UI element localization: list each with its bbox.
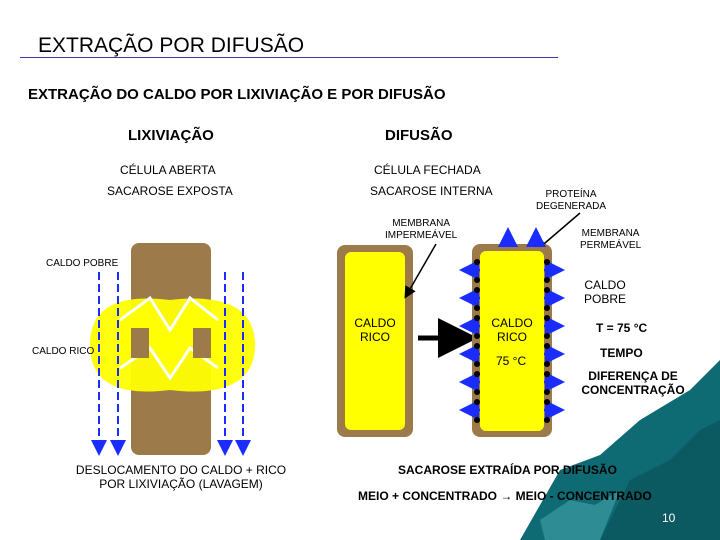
caldo-pobre-right-line2: POBRE — [583, 292, 626, 306]
proteina-line1: PROTEÍNA — [545, 189, 597, 200]
lixiviacao-arrows — [91, 272, 251, 456]
decorative-landscape — [520, 360, 720, 540]
proteina-pointer — [535, 212, 581, 251]
temp-inside: 75 °C — [496, 354, 527, 368]
lixiviacao-line2: SACAROSE EXPOSTA — [107, 184, 233, 198]
sacarose-extraida: SACAROSE EXTRAÍDA POR DIFUSÃO — [398, 463, 617, 477]
membrana-impermeavel-line1: MEMBRANA — [392, 218, 451, 229]
slide-subtitle: EXTRAÇÃO DO CALDO POR LIXIVIAÇÃO E POR D… — [28, 86, 446, 103]
caldo-pobre-right-line1: CALDO — [584, 278, 626, 292]
membrana-permeavel-line1: MEMBRANA — [581, 228, 640, 239]
caldo-rico-open-line1: CALDO — [491, 316, 533, 330]
membrana-impermeavel-pointer — [404, 243, 437, 299]
membrana-permeavel-line2: PERMEÁVEL — [580, 240, 642, 251]
tempo-label: TEMPO — [600, 346, 643, 360]
lixiviacao-heading: LIXIVIAÇÃO — [128, 127, 214, 144]
diferenca-line2: CONCENTRAÇÃO — [581, 383, 685, 397]
difusao-line1: CÉLULA FECHADA — [374, 163, 481, 177]
caldo-pobre-right: CALDO POBRE — [580, 278, 630, 306]
lixiviacao-caption-line1: DESLOCAMENTO DO CALDO + RICO — [75, 463, 287, 477]
closed-cell — [337, 245, 413, 437]
diferenca-concentracao: DIFERENÇA DE CONCENTRAÇÃO — [578, 369, 688, 397]
difusao-cell — [472, 244, 552, 437]
proteina-line2: DEGENERADA — [536, 201, 607, 212]
lixiviacao-cell — [90, 243, 255, 455]
temperatura-label: T = 75 °C — [596, 321, 648, 335]
difusao-line2: SACAROSE INTERNA — [370, 184, 493, 198]
caldo-rico-left: CALDO RICO — [32, 346, 95, 357]
membrana-impermeavel-line2: IMPERMEÁVEL — [385, 230, 458, 241]
equation: MEIO + CONCENTRADO → MEIO - CONCENTRADO — [358, 489, 652, 503]
caldo-rico-closed-line2: RICO — [360, 330, 390, 344]
lixiviacao-line1: CÉLULA ABERTA — [120, 163, 216, 177]
caldo-rico-open-line2: RICO — [497, 330, 527, 344]
title-rule — [20, 57, 558, 58]
caldo-rico-open: CALDO RICO — [486, 316, 538, 344]
membrane-dots — [474, 259, 550, 423]
lixiviacao-caption: DESLOCAMENTO DO CALDO + RICO POR LIXIVIA… — [70, 463, 292, 491]
proteina-label: PROTEÍNA DEGENERADA — [536, 189, 606, 213]
page-number: 10 — [662, 511, 676, 525]
membrana-permeavel-label: MEMBRANA PERMEÁVEL — [580, 228, 641, 252]
caldo-rico-closed-line1: CALDO — [354, 316, 396, 330]
diferenca-line1: DIFERENÇA DE — [588, 369, 678, 383]
caldo-pobre-left: CALDO POBRE — [46, 258, 119, 269]
membrana-impermeavel-label: MEMBRANA IMPERMEÁVEL — [385, 218, 457, 242]
lixiviacao-caption-line2: POR LIXIVIAÇÃO (LAVAGEM) — [99, 477, 263, 491]
caldo-rico-closed: CALDO RICO — [349, 316, 401, 344]
slide-title: EXTRAÇÃO POR DIFUSÃO — [38, 34, 305, 57]
difusao-arrows — [459, 227, 565, 420]
difusao-heading: DIFUSÃO — [385, 127, 453, 144]
